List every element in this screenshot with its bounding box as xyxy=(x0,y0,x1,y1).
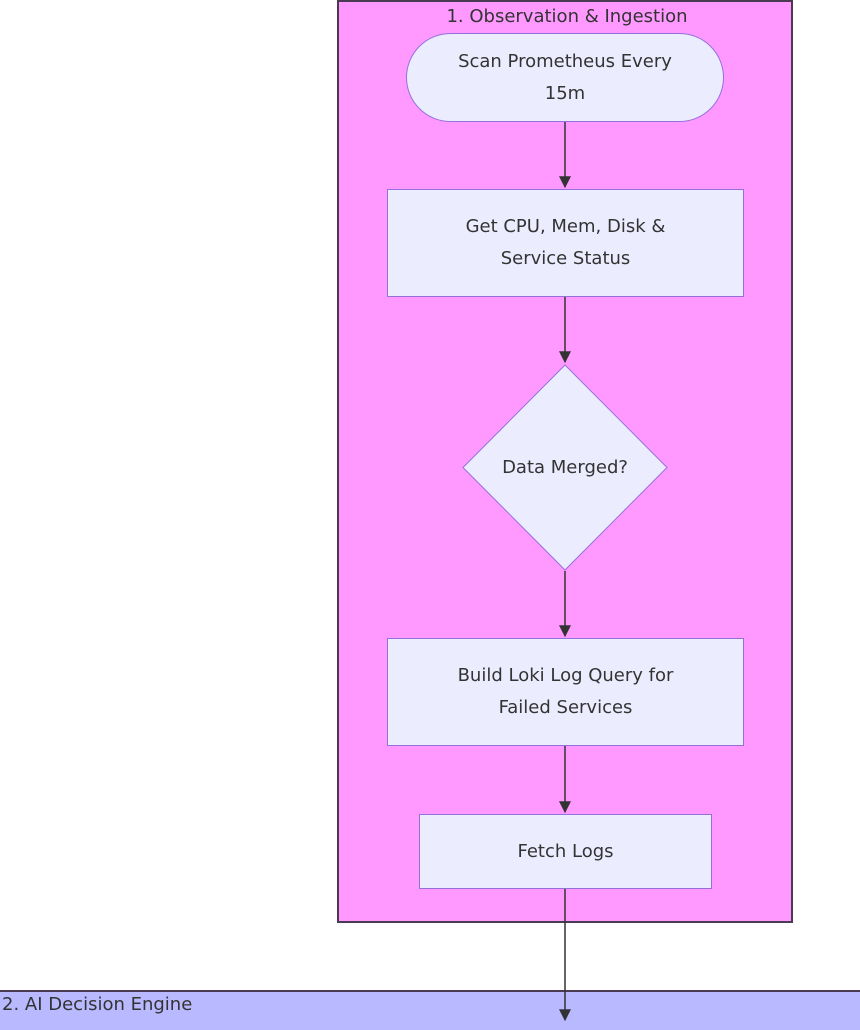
node-label: Fetch Logs xyxy=(517,840,614,862)
diamond-shape xyxy=(462,364,668,571)
subgraph-title: 1. Observation & Ingestion xyxy=(446,6,688,27)
node-get-metrics[interactable]: Get CPU, Mem, Disk & Service Status xyxy=(387,189,744,297)
node-label: Data Merged? xyxy=(502,457,628,478)
node-data-merged-decision[interactable]: Data Merged? xyxy=(462,364,668,571)
node-label: Scan Prometheus Every 15m xyxy=(458,50,672,104)
node-label: Get CPU, Mem, Disk & Service Status xyxy=(465,216,666,269)
node-fetch-logs[interactable]: Fetch Logs xyxy=(419,814,712,889)
node-label: Build Loki Log Query for Failed Services xyxy=(457,665,674,718)
subgraph-title: 2. AI Decision Engine xyxy=(2,994,193,1015)
node-scan-prometheus[interactable]: Scan Prometheus Every 15m xyxy=(406,33,724,122)
node-build-loki-query[interactable]: Build Loki Log Query for Failed Services xyxy=(387,638,744,746)
subgraph-ai-decision-engine: 2. AI Decision Engine xyxy=(0,990,860,1030)
